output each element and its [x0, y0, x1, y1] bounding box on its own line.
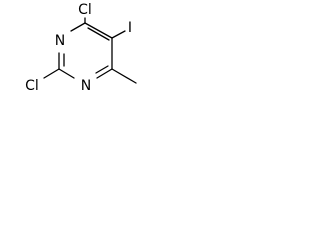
atom-label-chlorine-top: Cl	[78, 2, 92, 18]
bond-n1-c2	[58, 68, 75, 79]
bond-c4-c5	[84, 22, 113, 39]
chemical-structure-diagram: Cl I N N Cl	[25, 2, 137, 94]
bond-c4-c5-inner	[87, 27, 110, 41]
atom-label-chlorine-bottom: Cl	[25, 78, 39, 94]
bond-c6-methyl	[111, 68, 137, 84]
atom-label-iodine: I	[128, 20, 132, 36]
bond-n3-c4	[70, 22, 86, 32]
atom-label-nitrogen-lower: N	[81, 78, 91, 94]
bond-c6-n1-inner	[95, 65, 109, 74]
bond-c5-i	[111, 30, 126, 39]
bond-c2-cl	[43, 68, 60, 79]
atom-label-nitrogen-upper: N	[55, 33, 65, 49]
bond-c6-n1	[96, 68, 113, 79]
